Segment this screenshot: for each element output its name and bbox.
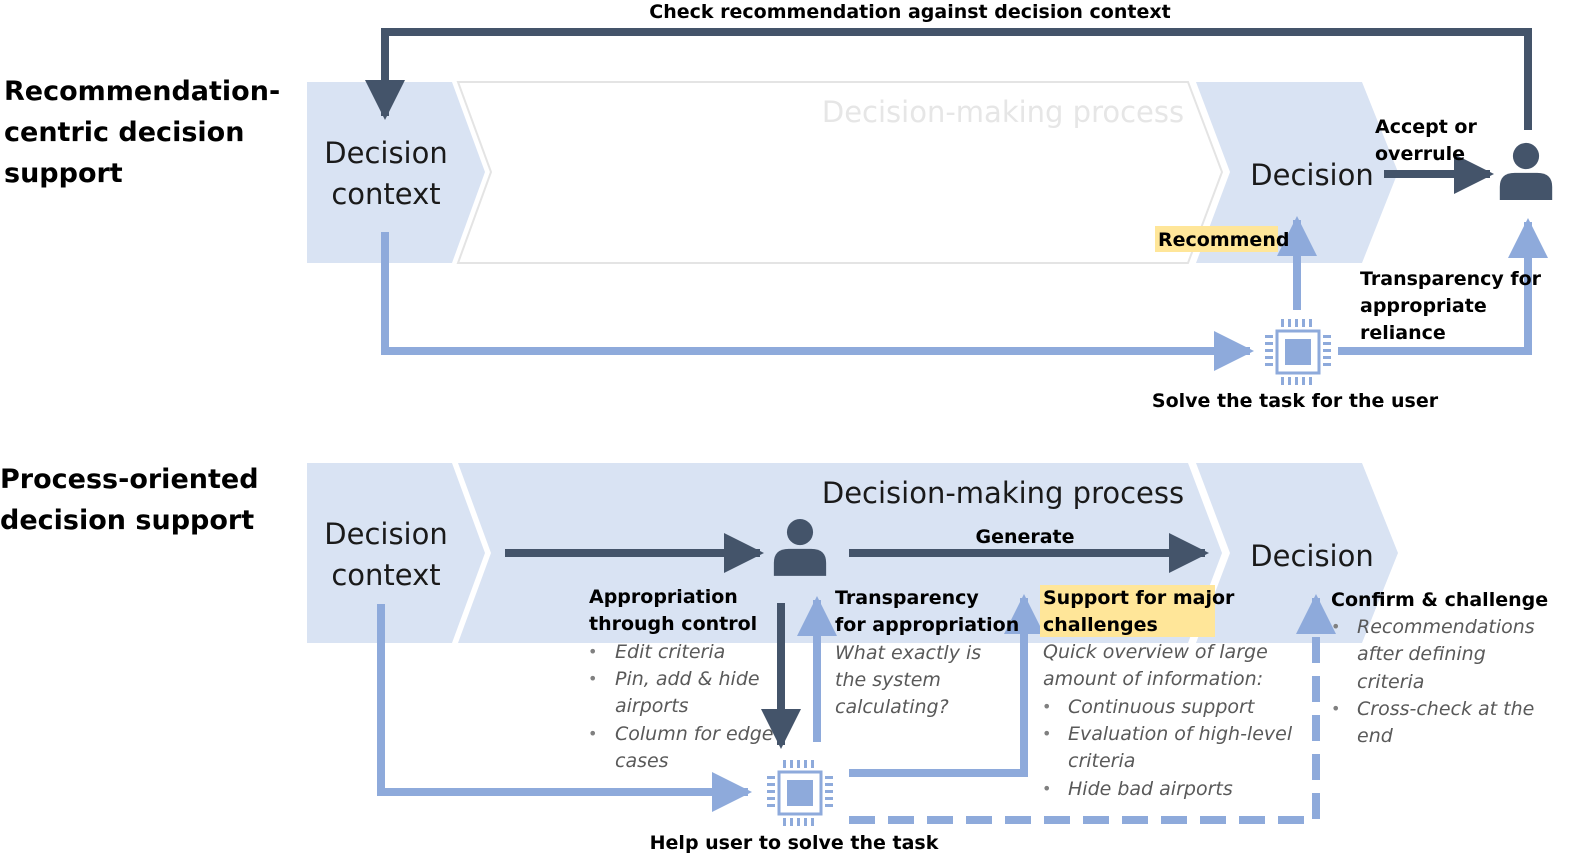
transparency-appropriation-block: Transparency for appropriation What exac… (835, 587, 1019, 718)
top-context-chevron (307, 82, 485, 263)
support-title-2: challenges (1043, 614, 1158, 636)
transparency-reliance-label-2: appropriate (1360, 295, 1487, 317)
bottom-title-line-1: Process-oriented (0, 464, 259, 495)
bottom-section: Process-oriented decision support Decisi… (0, 463, 1548, 854)
confirm-item-2-line-2: end (1357, 725, 1394, 747)
transparency-appropriation-title-2: for appropriation (835, 614, 1019, 636)
support-intro-2: amount of information: (1043, 668, 1263, 690)
recommend-highlight (1155, 226, 1278, 252)
bottom-context-chevron (307, 463, 485, 643)
bottom-context-label-2: context (331, 558, 440, 592)
top-context-label-1: Decision (324, 136, 447, 170)
bottom-section-title: Process-oriented decision support (0, 464, 259, 536)
confirm-bullet-2: • (1331, 699, 1340, 718)
support-bullet-3: • (1042, 779, 1051, 798)
support-highlight (1040, 585, 1215, 637)
confirm-item-2-line-1: Cross-check at the (1357, 698, 1534, 720)
recommend-label: Recommend (1158, 229, 1289, 251)
confirm-bullet-1: • (1331, 617, 1340, 636)
appropriation-item-2-line-2: airports (615, 695, 689, 717)
top-title-line-1: Recommendation- (4, 76, 280, 107)
confirm-challenge-block: Confirm & challenge • Recommendations af… (1331, 589, 1548, 747)
support-bullet-2: • (1042, 724, 1051, 743)
bottom-context-to-chip-arrow (377, 604, 752, 812)
transparency-reliance-arrow (1338, 218, 1548, 355)
appropriation-title-1: Appropriation (589, 586, 738, 608)
top-decision-label: Decision (1250, 158, 1373, 192)
bottom-title-line-2: decision support (0, 505, 254, 536)
support-bullet-1: • (1042, 697, 1051, 716)
bottom-context-label-1: Decision (324, 517, 447, 551)
top-context-to-chip-arrow (381, 232, 1254, 371)
top-decision-chevron (1196, 82, 1398, 263)
top-section-title: Recommendation- centric decision support (4, 76, 280, 189)
accept-label-2: overrule (1375, 143, 1465, 165)
support-item-3: Hide bad airports (1068, 778, 1233, 800)
bottom-chip-icon (765, 758, 835, 828)
top-process-chevron (456, 81, 1224, 264)
support-item-2-line-2: criteria (1068, 750, 1135, 772)
support-item-2-line-1: Evaluation of high-level (1068, 723, 1293, 745)
support-intro-1: Quick overview of large (1043, 641, 1268, 663)
appropriation-bullet-2: • (588, 669, 597, 688)
generate-label: Generate (975, 526, 1074, 548)
accept-label-1: Accept or (1375, 116, 1477, 138)
top-context-label-2: context (331, 177, 440, 211)
appropriation-bullet-3: • (588, 724, 597, 743)
appropriation-block: Appropriation through control • Edit cri… (588, 586, 773, 772)
appropriation-title-2: through control (589, 613, 757, 635)
transparency-question-1: What exactly is (835, 642, 981, 664)
bottom-process-label: Decision-making process (822, 476, 1184, 510)
confirm-item-1-line-2: after defining (1357, 643, 1486, 665)
support-challenges-arrow (849, 594, 1044, 777)
top-title-line-3: support (4, 158, 123, 189)
transparency-reliance-label-1: Transparency for (1360, 268, 1542, 290)
transparency-appropriation-title-1: Transparency (835, 587, 979, 609)
support-challenges-block: Support for major challenges Quick overv… (1040, 585, 1293, 800)
check-arrow (365, 28, 1532, 130)
help-label: Help user to solve the task (650, 832, 939, 854)
bottom-decision-chevron (1196, 463, 1398, 643)
transparency-reliance-label-3: reliance (1360, 322, 1446, 344)
transparency-question-3: calculating? (835, 696, 949, 718)
top-title-line-2: centric decision (4, 117, 244, 148)
bottom-decision-label: Decision (1250, 539, 1373, 573)
top-section: Recommendation- centric decision support… (4, 1, 1553, 412)
appropriation-bullet-1: • (588, 642, 597, 661)
top-chip-icon (1263, 317, 1333, 387)
transparency-question-2: the system (835, 669, 941, 691)
top-person-icon (1499, 142, 1553, 200)
top-process-label: Decision-making process (822, 95, 1184, 129)
solve-label: Solve the task for the user (1152, 390, 1439, 412)
confirm-item-1-line-3: criteria (1357, 671, 1424, 693)
confirm-item-1-line-1: Recommendations (1357, 616, 1535, 638)
confirm-title: Confirm & challenge (1331, 589, 1548, 611)
support-item-1: Continuous support (1068, 696, 1256, 718)
check-label: Check recommendation against decision co… (649, 1, 1170, 23)
appropriation-item-2-line-1: Pin, add & hide (615, 668, 760, 690)
appropriation-item-3-line-1: Column for edge (615, 723, 773, 745)
support-title-1: Support for major (1043, 587, 1235, 609)
appropriation-item-3-line-2: cases (615, 750, 669, 772)
appropriation-item-1: Edit criteria (615, 641, 725, 663)
